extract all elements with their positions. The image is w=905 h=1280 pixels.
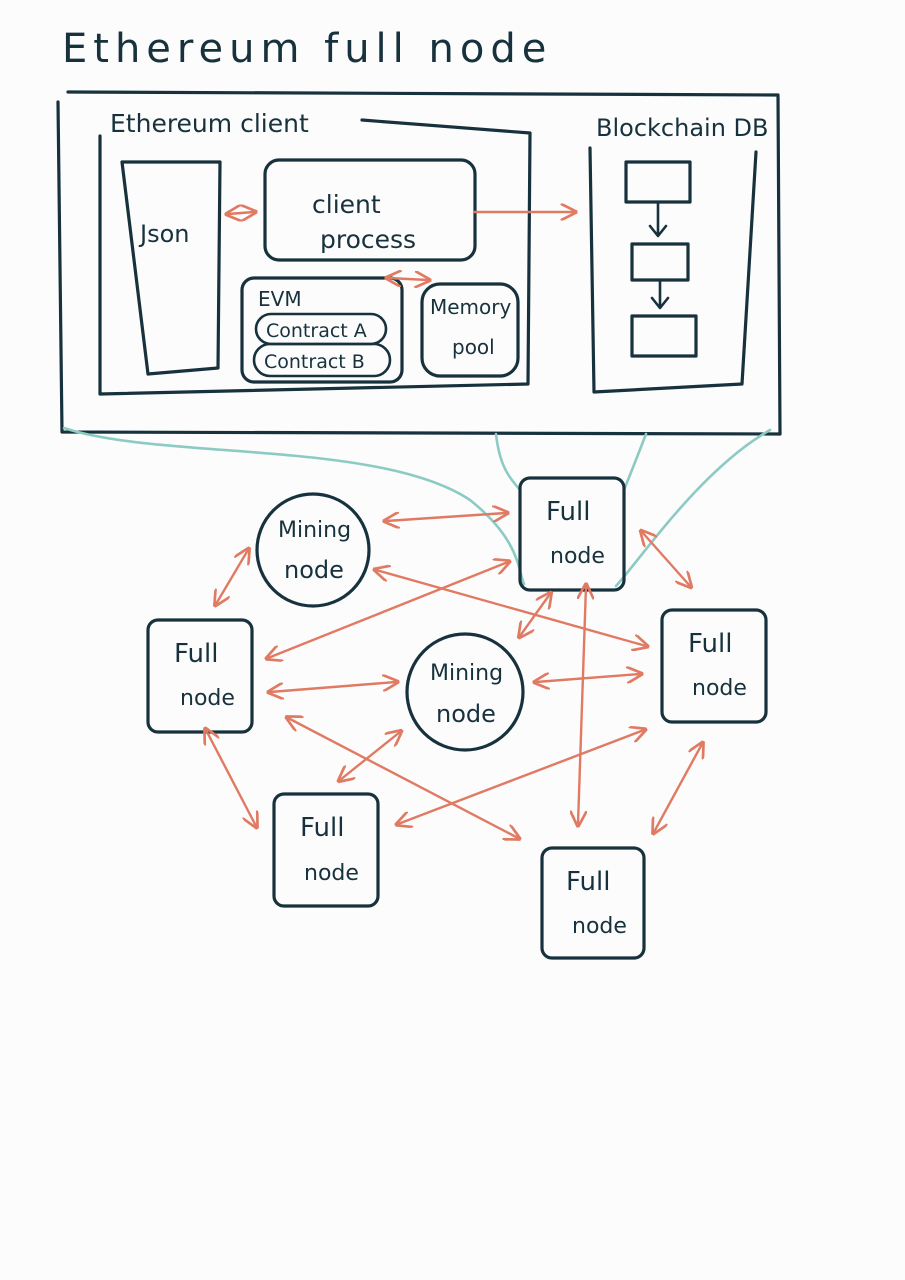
- memory-pool-label-2: pool: [452, 335, 495, 359]
- block-1: [624, 160, 692, 204]
- full-node-left: Full node: [146, 618, 254, 734]
- mining-top-to-full-right: [376, 570, 646, 646]
- evm-label: EVM: [258, 287, 302, 311]
- full-node-top: Full node: [518, 476, 626, 592]
- contract-a-label: Contract A: [266, 320, 367, 342]
- contract-b-label: Contract B: [264, 351, 365, 373]
- block-2: [630, 242, 690, 282]
- zoom-line-mid-1: [494, 432, 522, 492]
- mining-center-to-full-top: [520, 594, 550, 636]
- zoom-connector-lines: [62, 426, 772, 588]
- blockchain-db-label: Blockchain DB: [596, 114, 768, 142]
- mining-node-center-label-2: node: [436, 700, 496, 728]
- json-label: Json: [138, 220, 189, 248]
- contract-b-box: [252, 342, 392, 378]
- full-top-to-full-right: [642, 532, 690, 586]
- full-node-bottom-left: Full node: [272, 792, 380, 908]
- zoom-line-left: [62, 426, 526, 586]
- client-process-label-2: process: [320, 225, 416, 254]
- mining-node-top: Mining node: [255, 492, 371, 608]
- full-node-bottom-left-label-1: Full: [300, 813, 344, 843]
- mining-node-center: Mining node: [405, 632, 525, 752]
- full-node-left-label-2: node: [180, 686, 235, 711]
- full-node-top-label-1: Full: [546, 497, 590, 527]
- full-node-bottom-left-label-2: node: [304, 861, 359, 886]
- full-bottom-left-to-full-right: [398, 730, 644, 824]
- memory-pool-label-1: Memory: [430, 295, 512, 319]
- json-box: [120, 160, 222, 376]
- full-node-right-label-2: node: [692, 676, 747, 701]
- mining-top-to-full-top: [386, 513, 506, 521]
- full-node-top-label-2: node: [550, 544, 605, 569]
- full-left-to-full-top: [268, 562, 508, 658]
- full-node-left-label-1: Full: [174, 639, 218, 669]
- ethereum-client-box: [98, 118, 532, 396]
- full-left-to-full-bottom-left: [206, 730, 256, 826]
- full-node-bottom-right: Full node: [540, 846, 646, 960]
- full-node-right: Full node: [660, 608, 768, 724]
- mining-node-top-label-2: node: [284, 556, 344, 584]
- mining-top-to-full-left: [216, 550, 248, 604]
- full-left-to-mining-center: [270, 682, 396, 692]
- block-link-arrow-2: [650, 280, 670, 310]
- zoom-line-mid-2: [622, 432, 648, 492]
- full-node-bottom-right-label-1: Full: [566, 867, 610, 897]
- mining-center-to-full-bottom-left: [340, 732, 400, 780]
- block-3: [630, 314, 698, 358]
- full-node-outer-box: [56, 90, 782, 436]
- block-link-arrow-1: [648, 202, 668, 238]
- mining-center-to-full-right: [536, 674, 640, 682]
- full-node-right-label-1: Full: [688, 629, 732, 659]
- json-client-arrow: [228, 212, 254, 214]
- client-memory-arrow: [388, 278, 428, 280]
- mining-node-center-label-1: Mining: [430, 661, 503, 686]
- connection-arrows: [206, 212, 702, 838]
- full-right-to-full-bottom-right: [654, 744, 702, 832]
- mining-node-top-label-1: Mining: [278, 518, 351, 543]
- memory-pool-box: [420, 282, 520, 378]
- full-top-to-full-bottom-right: [578, 586, 586, 824]
- client-process-box: [263, 158, 477, 262]
- blockchain-db-box: [588, 146, 758, 394]
- full-node-bottom-right-label-2: node: [572, 914, 627, 939]
- ethereum-client-label: Ethereum client: [110, 109, 309, 138]
- evm-box: [240, 276, 404, 384]
- page-title: Ethereum full node: [62, 26, 552, 72]
- client-process-label-1: client: [312, 190, 381, 219]
